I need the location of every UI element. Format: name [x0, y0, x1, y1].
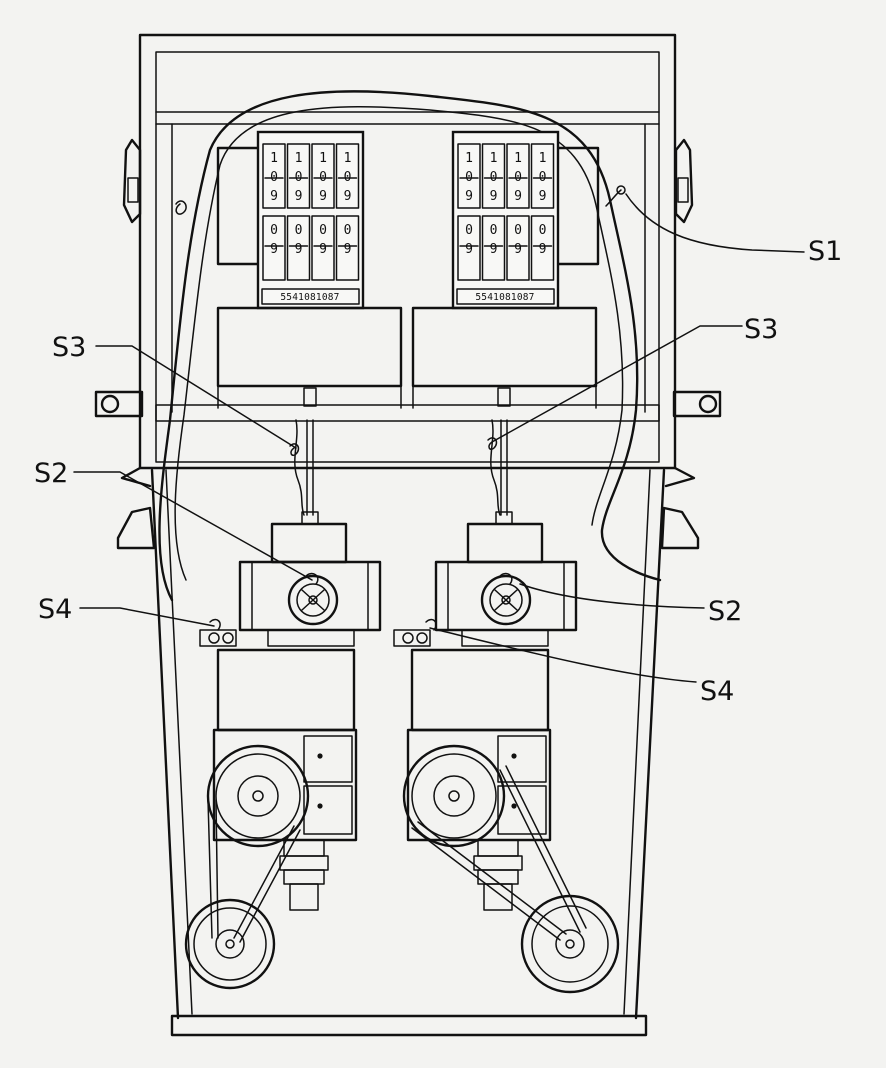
wheel-digit: 1: [539, 151, 547, 166]
label-s4-left: S4: [38, 594, 72, 625]
shaft-right: [490, 387, 513, 525]
wheel-digit: 9: [270, 242, 278, 257]
wheel-digit: 0: [295, 223, 303, 238]
coupling-right: [473, 839, 523, 911]
wheel-digit: 9: [490, 242, 498, 257]
upper-housing: [138, 33, 677, 470]
wheel-digit: 1: [295, 151, 303, 166]
wheel-digit: 0: [514, 223, 522, 238]
digit-window: [286, 215, 311, 281]
label-s3-left: S3: [52, 332, 86, 363]
sensor-s2-right: [499, 572, 513, 585]
wheel-digit: 0: [270, 223, 278, 238]
pulley-small-left: [184, 898, 276, 990]
wheel-digit: 9: [270, 189, 278, 204]
hose-loop: [158, 90, 662, 602]
digit-window: [311, 143, 335, 209]
digit-window: [506, 215, 530, 281]
sensor-s1-left: [175, 200, 187, 215]
digit-window: [481, 143, 506, 209]
digit-window: [262, 143, 286, 209]
sensor-s3-right: [487, 437, 498, 451]
coupling-left: [279, 839, 329, 911]
digit-window: [457, 215, 481, 281]
leader-lines: [73, 193, 805, 683]
valve-left: [199, 629, 237, 647]
digit-window: [481, 215, 506, 281]
transmitter-box-left: [216, 306, 403, 409]
wheel-digit: 0: [539, 223, 547, 238]
wheel-digit: 9: [539, 242, 547, 257]
wheel-digit: 9: [514, 189, 522, 204]
digit-window: [262, 215, 286, 281]
wheel-digit: 0: [490, 223, 498, 238]
counter-readout-left: 5541081087: [280, 292, 339, 303]
digit-window: [530, 215, 555, 281]
belt-right: [411, 765, 587, 941]
transmitter-box-right: [411, 306, 598, 409]
wheel-digit: 0: [344, 223, 352, 238]
wheel-digit: 1: [465, 151, 473, 166]
handle-left: [122, 138, 142, 224]
digit-window: [335, 143, 360, 209]
sensor-s4-left: [209, 618, 221, 631]
wheel-digit: 1: [344, 151, 352, 166]
meter-unit-right: [434, 522, 578, 647]
sensor-s2-left: [305, 572, 319, 585]
hose-loop-inner: [174, 106, 624, 581]
digit-window: [335, 215, 360, 281]
valve-right: [393, 629, 431, 647]
wheel-digit: 9: [514, 242, 522, 257]
digit-window: [311, 215, 335, 281]
shaft-left: [294, 387, 319, 525]
side-bracket-left: [116, 506, 156, 550]
sensor-s1-right: [605, 185, 626, 207]
wheel-digit: 1: [270, 151, 278, 166]
wheel-digit: 9: [319, 242, 327, 257]
sensor-s4-right: [425, 618, 437, 631]
wheel-digit: 9: [344, 242, 352, 257]
digit-window: [457, 143, 481, 209]
wheel-digit: 9: [319, 189, 327, 204]
wheel-digit: 1: [514, 151, 522, 166]
label-s4-right: S4: [700, 676, 734, 707]
belt-left: [207, 799, 301, 943]
wheel-digit: 9: [295, 189, 303, 204]
wheel-digit: 0: [465, 223, 473, 238]
side-bracket-right: [660, 506, 700, 550]
label-s1: S1: [808, 236, 842, 267]
digit-window: [286, 143, 311, 209]
label-s3-right: S3: [744, 314, 778, 345]
wheel-digit: 9: [344, 189, 352, 204]
label-s2-left: S2: [34, 458, 68, 489]
label-s2-right: S2: [708, 596, 742, 627]
wheel-digit: 9: [465, 242, 473, 257]
wheel-digit: 1: [319, 151, 327, 166]
pulley-large-right: [402, 744, 506, 848]
wheel-digit: 9: [490, 189, 498, 204]
wheel-digit: 9: [539, 189, 547, 204]
sensor-s3-left: [289, 443, 300, 457]
digit-window: [530, 143, 555, 209]
wheel-digit: 9: [465, 189, 473, 204]
pulley-large-left: [206, 744, 310, 848]
meter-unit-left: [238, 522, 382, 647]
digit-window: [506, 143, 530, 209]
lower-cabinet: [120, 466, 696, 1037]
wheel-digit: 9: [295, 242, 303, 257]
handle-right: [674, 138, 694, 224]
wheel-digit: 0: [319, 223, 327, 238]
wheel-digit: 1: [490, 151, 498, 166]
lifting-eye-right: [672, 390, 722, 418]
lifting-eye-left: [94, 390, 144, 418]
counter-readout-right: 5541081087: [475, 292, 534, 303]
pump-block-left: [212, 648, 358, 842]
